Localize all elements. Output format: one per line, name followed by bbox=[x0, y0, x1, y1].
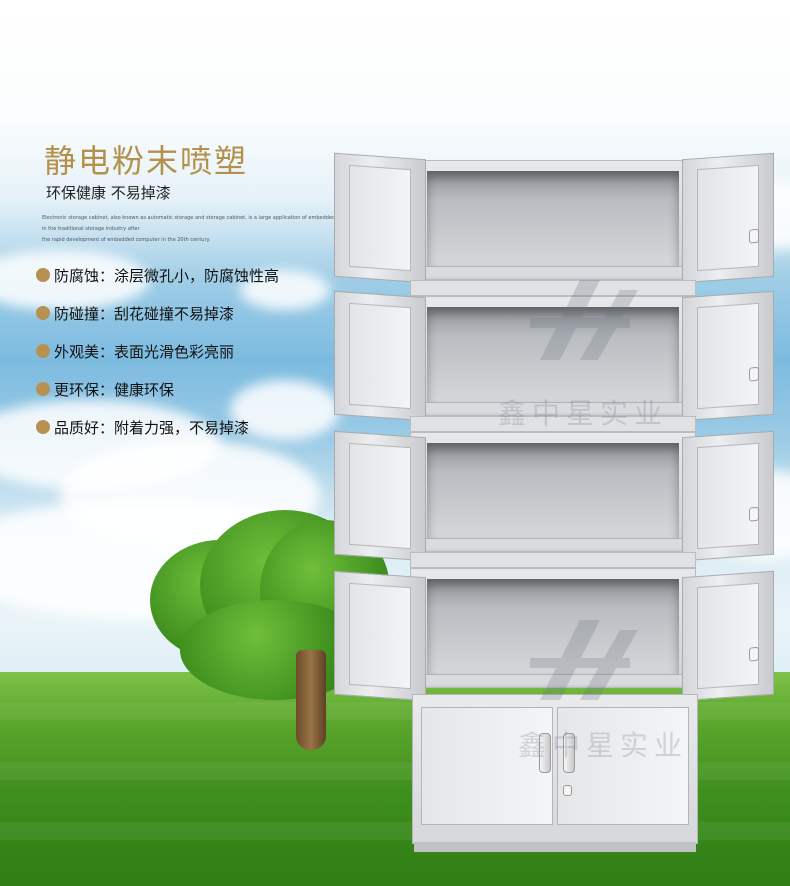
fine-print: Electronic storage cabinet, also known a… bbox=[42, 213, 342, 246]
bullet-dot-icon bbox=[36, 382, 50, 396]
feature-label: 防碰撞 bbox=[54, 304, 100, 323]
cabinet-section bbox=[410, 296, 696, 416]
feature-label: 外观美 bbox=[54, 342, 100, 361]
cabinet-joint bbox=[410, 280, 696, 296]
bullet-dot-icon bbox=[36, 268, 50, 282]
watermark-text: 鑫中星实业 bbox=[498, 397, 669, 430]
door-handle-icon bbox=[563, 733, 575, 773]
cabinet-door-left bbox=[334, 152, 426, 284]
bullet-dot-icon bbox=[36, 420, 50, 434]
cabinet-interior bbox=[427, 171, 679, 267]
shelf bbox=[421, 266, 685, 277]
cloud bbox=[230, 380, 340, 440]
feature-separator: ： bbox=[99, 380, 115, 399]
watermark-logo-icon bbox=[530, 620, 638, 700]
bullet-dot-icon bbox=[36, 344, 50, 358]
feature-text: 表面光滑色彩亮丽 bbox=[114, 342, 235, 361]
cabinet-joint bbox=[410, 552, 696, 568]
bullet-dot-icon bbox=[36, 306, 50, 320]
cabinet-plinth bbox=[414, 842, 696, 852]
cabinet-interior bbox=[427, 579, 679, 675]
watermark-logo-icon bbox=[530, 280, 638, 360]
cloud bbox=[240, 270, 330, 310]
door-handle-icon bbox=[539, 733, 551, 773]
feature-item: 防腐蚀： 涂层微孔小，防腐蚀性高 bbox=[36, 256, 279, 294]
shelf bbox=[421, 674, 685, 685]
feature-separator: ： bbox=[99, 266, 115, 285]
cabinet-door-right bbox=[682, 290, 774, 422]
cabinet-section bbox=[410, 568, 696, 688]
feature-text: 附着力强，不易掉漆 bbox=[114, 418, 250, 437]
cabinet-interior bbox=[427, 307, 679, 403]
shelf bbox=[421, 538, 685, 549]
feature-item: 外观美： 表面光滑色彩亮丽 bbox=[36, 332, 279, 370]
cabinet-base bbox=[412, 694, 698, 844]
tree-trunk bbox=[296, 650, 326, 750]
feature-item: 防碰撞： 刮花碰撞不易掉漆 bbox=[36, 294, 279, 332]
cabinet-section bbox=[410, 160, 696, 280]
fine-print-line: the rapid development of embedded comput… bbox=[42, 237, 211, 243]
keyhole-icon bbox=[563, 785, 572, 796]
feature-list: 防腐蚀： 涂层微孔小，防腐蚀性高 防碰撞： 刮花碰撞不易掉漆 外观美： 表面光滑… bbox=[36, 256, 279, 446]
feature-item: 更环保： 健康环保 bbox=[36, 370, 279, 408]
subheadline: 环保健康 不易掉漆 bbox=[46, 184, 171, 202]
cabinet-door-right bbox=[682, 430, 774, 562]
cabinet-section bbox=[410, 432, 696, 552]
fine-print-line: in the traditional storage industry afte… bbox=[42, 226, 140, 232]
cabinet-interior bbox=[427, 443, 679, 539]
cabinet-door-right bbox=[682, 152, 774, 284]
feature-label: 防腐蚀 bbox=[54, 266, 100, 285]
feature-text: 刮花碰撞不易掉漆 bbox=[114, 304, 235, 323]
cabinet-door-right bbox=[682, 570, 774, 702]
base-door-right bbox=[557, 707, 689, 825]
feature-item: 品质好： 附着力强，不易掉漆 bbox=[36, 408, 279, 446]
shelf bbox=[421, 402, 685, 413]
cloud bbox=[0, 250, 150, 310]
feature-label: 更环保 bbox=[54, 380, 100, 399]
fine-print-line: Electronic storage cabinet, also known a… bbox=[42, 215, 342, 221]
watermark-text: 鑫中星实业 bbox=[518, 729, 689, 762]
cabinet-joint bbox=[410, 416, 696, 432]
headline: 静电粉末喷塑 bbox=[44, 142, 249, 180]
feature-separator: ： bbox=[99, 304, 115, 323]
feature-label: 品质好 bbox=[54, 418, 100, 437]
base-door-left bbox=[421, 707, 553, 825]
feature-text: 健康环保 bbox=[114, 380, 175, 399]
feature-separator: ： bbox=[99, 342, 115, 361]
cabinet-door-left bbox=[334, 430, 426, 562]
cabinet-door-left bbox=[334, 290, 426, 422]
cabinet-door-left bbox=[334, 570, 426, 702]
feature-text: 涂层微孔小，防腐蚀性高 bbox=[114, 266, 280, 285]
feature-separator: ： bbox=[99, 418, 115, 437]
